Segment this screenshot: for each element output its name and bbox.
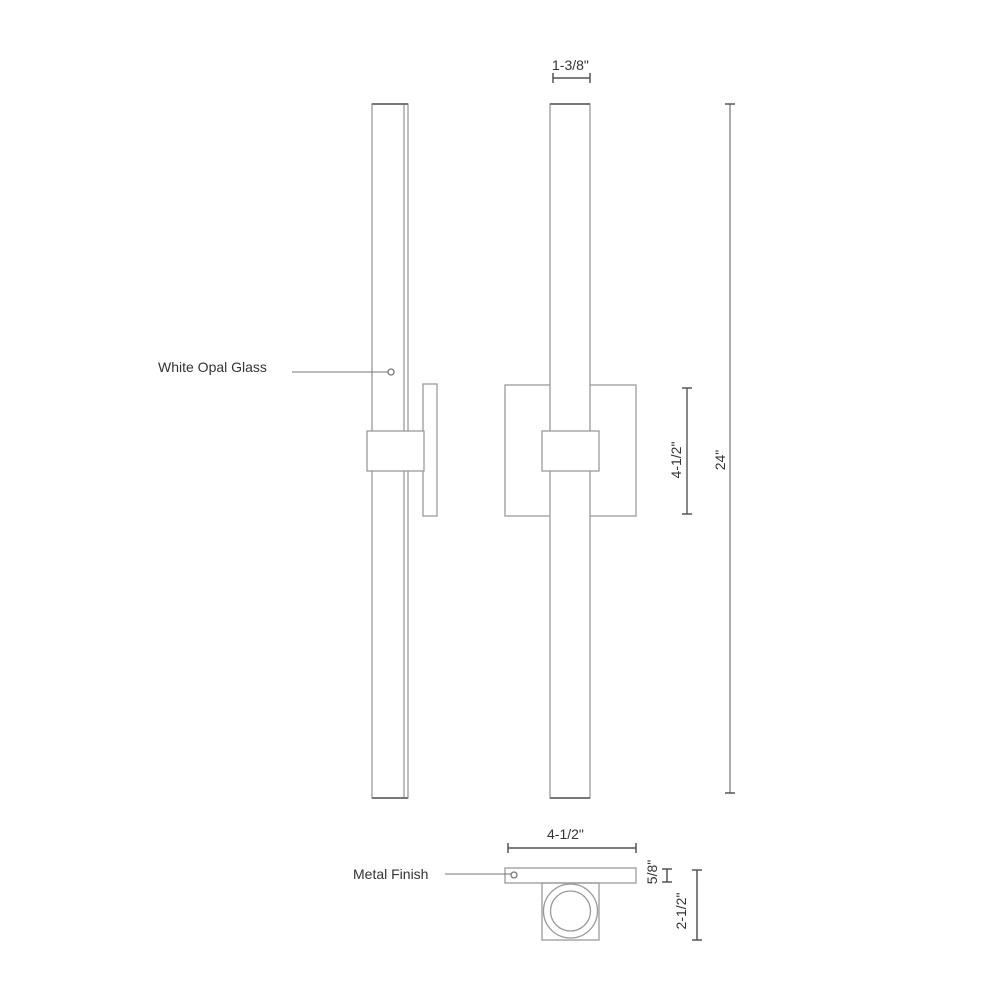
side-backplate xyxy=(422,383,438,517)
top-tube-circle xyxy=(549,890,592,932)
glass-callout-label: White Opal Glass xyxy=(158,359,267,375)
overall-height-label: 24" xyxy=(712,449,728,471)
backplate-depth-label: 5/8" xyxy=(644,859,660,885)
front-view xyxy=(504,103,637,799)
backplate-width-label: 4-1/2" xyxy=(547,826,584,842)
top-backplate xyxy=(504,867,637,884)
top-view xyxy=(445,867,637,941)
top-collar xyxy=(541,882,600,941)
finish-callout-label: Metal Finish xyxy=(353,866,429,882)
side-view xyxy=(292,103,438,799)
overall-depth-label: 2-1/2" xyxy=(673,892,689,930)
glass-callout-dot xyxy=(387,368,395,376)
top-collar-outer-ring xyxy=(542,883,599,939)
side-collar xyxy=(366,430,425,472)
dimension-lines xyxy=(507,73,735,941)
front-collar xyxy=(541,430,600,472)
tube-width-label: 1-3/8" xyxy=(552,57,589,73)
finish-callout-dot xyxy=(510,871,518,879)
backplate-height-label: 4-1/2" xyxy=(668,441,684,479)
